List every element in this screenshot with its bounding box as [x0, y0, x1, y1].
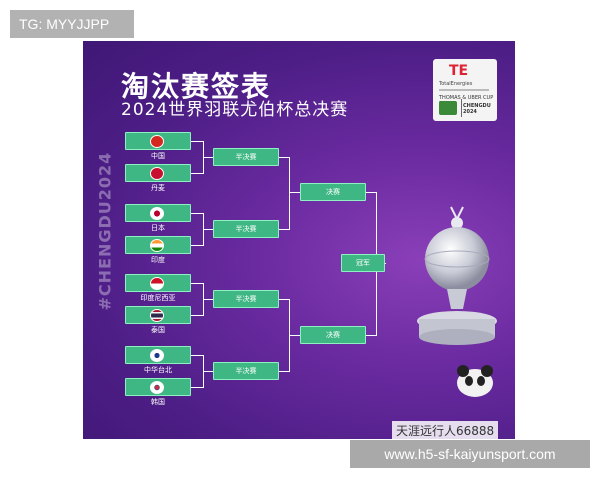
team-box-china — [125, 132, 191, 150]
champion-box: 冠军 — [341, 254, 385, 272]
team-box-india — [125, 236, 191, 254]
connector — [191, 173, 203, 174]
connector — [279, 371, 289, 372]
team-box-chinese-taipei — [125, 346, 191, 364]
team-name-chinese-taipei: 中华台北 — [144, 366, 172, 374]
city-year: CHENGDU 2024 — [463, 103, 491, 115]
connector — [191, 141, 203, 142]
connector — [203, 229, 213, 230]
team-name-korea: 韩国 — [151, 398, 165, 406]
team-box-indonesia — [125, 274, 191, 292]
connector — [289, 335, 300, 336]
event-logo: TE TotalEnergies THOMAS & UBER CUP FINAL… — [433, 59, 497, 121]
china-flag-icon — [150, 135, 164, 148]
watermark-tag: TG: MYYJJPP — [10, 10, 134, 38]
japan-flag-icon — [150, 207, 164, 220]
connector — [203, 157, 213, 158]
korea-flag-icon — [150, 381, 164, 394]
connector — [279, 299, 289, 300]
final-box-1: 决赛 — [300, 183, 366, 201]
weibo-watermark: 天涯远行人66888 — [392, 421, 499, 440]
team-box-thailand — [125, 306, 191, 324]
connector — [191, 245, 203, 246]
team-name-denmark: 丹麦 — [151, 184, 165, 192]
connector — [366, 192, 376, 193]
connector — [191, 355, 203, 356]
team-name-thailand: 泰国 — [151, 326, 165, 334]
connector — [191, 213, 203, 214]
team-name-japan: 日本 — [151, 224, 165, 232]
connector — [191, 315, 203, 316]
connector — [366, 335, 376, 336]
connector — [203, 371, 213, 372]
connector — [203, 299, 213, 300]
connector — [191, 283, 203, 284]
denmark-flag-icon — [150, 167, 164, 180]
logo-vline — [461, 99, 462, 117]
connector — [279, 229, 289, 230]
connector — [289, 192, 300, 193]
team-box-denmark — [125, 164, 191, 182]
panda-icon — [457, 365, 493, 397]
trophy-icon — [417, 206, 497, 345]
thailand-flag-icon — [150, 309, 164, 322]
connector — [191, 387, 203, 388]
final-box-2: 决赛 — [300, 326, 366, 344]
team-box-japan — [125, 204, 191, 222]
team-box-korea — [125, 378, 191, 396]
semi-final-box-2: 半决赛 — [213, 220, 279, 238]
connector — [279, 157, 289, 158]
sponsor-text: TotalEnergies — [439, 81, 473, 87]
semi-final-box-3: 半决赛 — [213, 290, 279, 308]
chinese-taipei-flag-icon — [150, 349, 164, 362]
semi-final-box-4: 半决赛 — [213, 362, 279, 380]
bracket-poster: #CHENGDU2024 淘汰赛签表 2024世界羽联尤伯杯总决赛 TE Tot… — [83, 41, 515, 439]
indonesia-flag-icon — [150, 277, 164, 290]
brand-logo-text: TE — [449, 63, 469, 79]
semi-final-box-1: 半决赛 — [213, 148, 279, 166]
india-flag-icon — [150, 239, 164, 252]
connector — [289, 157, 290, 230]
poster-subtitle: 2024世界羽联尤伯杯总决赛 — [121, 100, 349, 120]
site-watermark: www.h5-sf-kaiyunsport.com — [350, 440, 590, 468]
side-hashtag: #CHENGDU2024 — [95, 151, 115, 311]
logo-divider — [439, 89, 489, 91]
team-name-china: 中国 — [151, 152, 165, 160]
poster-title: 淘汰赛签表 — [121, 70, 272, 103]
chengdu-logo-icon — [439, 101, 457, 115]
team-name-indonesia: 印度尼西亚 — [140, 294, 176, 302]
team-name-india: 印度 — [151, 256, 165, 264]
